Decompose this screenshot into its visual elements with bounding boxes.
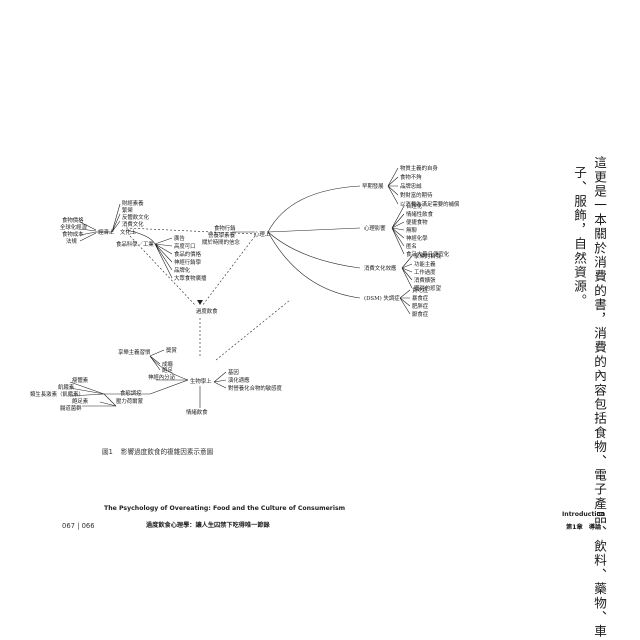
psych-item-5: 匿名 <box>406 242 417 250</box>
psych-title: 心理影響 <box>364 224 386 232</box>
caption-label: 圖1 <box>102 448 113 456</box>
footer-cn-title: 過度飲食心理學：讓人生囚禁下吃得唯一節錄 <box>146 522 270 529</box>
econ-item-1: 全球化經濟 <box>60 223 88 231</box>
fs-item-1: 高度可口 <box>174 242 196 250</box>
culture-item-0: 財經素養 <box>122 199 144 207</box>
bio-left-1: 飢餓素 <box>58 383 75 391</box>
footer-right-cn: 第1章 導論 <box>566 524 602 531</box>
consumer-item-4: 獲得的慾望 <box>414 284 442 292</box>
culture-item-1: 繁榮 <box>122 206 133 214</box>
culture-item-2: 反體飲文化 <box>122 213 150 221</box>
econ-item-3: 法規 <box>66 237 77 245</box>
psych-item-1: 情緒性飲食 <box>406 210 434 218</box>
bio-sub-0: 壓力荷爾蒙 <box>116 397 144 405</box>
page-numbers: 067 | 066 <box>62 522 95 530</box>
early-item-4: 以消費為滿足需要的補償 <box>400 200 460 208</box>
early-item-1: 食物不夠 <box>400 173 422 181</box>
dsm-item-2: 肥胖症 <box>412 302 429 310</box>
bio-group-1: 成癮 <box>162 360 173 368</box>
bio-right-0: 基因 <box>228 368 239 376</box>
fm-item-0: 食物行銷 <box>214 224 236 232</box>
culture-item-3: 消費文化 <box>122 220 144 228</box>
psych-item-2: 便捷食物 <box>406 218 428 226</box>
psych-item-6: 食品大量且便宜化 <box>406 250 450 258</box>
bio-right-2: 對營養化合物的敏感度 <box>228 384 283 392</box>
bio-neuro: 神經內分泌 <box>148 373 176 381</box>
footer-right-en: Introduction <box>562 511 606 518</box>
bio-left-0: 瘦體素 <box>72 376 89 384</box>
dsm-item-0: 貪吃症 <box>412 286 429 294</box>
bio-left-3: 飽足素 <box>72 397 89 405</box>
culture-hub: 文化上 <box>120 228 137 236</box>
body-text-col2: 子、服飾，自然資源。 <box>572 166 587 308</box>
bio-right-1: 演化適應 <box>228 376 250 384</box>
dsm-title: (DSM) 失調症 <box>364 294 400 302</box>
dsm-item-3: 厭食症 <box>412 310 429 318</box>
consumer-item-1: 功能主義 <box>414 260 436 268</box>
bio-bottom: 情緒飲食 <box>186 408 208 416</box>
psych-item-4: 神經化學 <box>406 234 428 242</box>
figure-caption: 圖1 影響過度飲食的複雜因素示意圖 <box>102 446 219 456</box>
bio-group-0: 獎賞 <box>166 346 177 354</box>
psych-hub: 心理上 <box>254 230 271 238</box>
fs-item-5: 大眾食物廣播 <box>174 274 207 282</box>
fs-item-3: 神經行銷學 <box>174 258 202 266</box>
consumer-item-2: 工作過度 <box>414 268 436 276</box>
edge-culture-center <box>129 235 197 307</box>
fm-item-1: 營養學素養 <box>208 231 236 239</box>
footer-en-title: The Psychology of Overeating: Food and t… <box>104 505 346 512</box>
edge-bio-psych <box>215 299 291 361</box>
fs-item-0: 廣告 <box>174 234 185 242</box>
bio-sub-1: 腸道菌群 <box>60 404 82 412</box>
food-science-label: 食品科學／工業 <box>116 240 154 248</box>
fs-item-2: 食品的價格 <box>174 250 202 258</box>
econ-item-2: 食物成本 <box>62 230 84 238</box>
consumer-item-0: 享樂的自我 <box>414 252 442 260</box>
edge-psych-center <box>201 235 256 307</box>
bio-group-2: 飽足 <box>162 366 173 374</box>
bio-left-2: 類生長激素（飢餓素） <box>30 390 84 398</box>
psych-item-3: 無聊 <box>406 226 417 234</box>
bio-top: 享樂主義習慣 <box>118 348 151 356</box>
early-item-2: 品牌忠誠 <box>400 182 422 190</box>
fm-item-2: 關於時間的信念 <box>202 238 240 246</box>
fs-item-4: 品牌化 <box>174 266 191 274</box>
consumer-title: 消費文化效應 <box>364 264 397 272</box>
economic-hub: 經濟上 <box>98 228 115 236</box>
bio-mid: 食慾調控 <box>120 389 142 397</box>
center-node: 過度飲食 <box>196 307 218 315</box>
dsm-item-1: 暴食症 <box>412 294 429 302</box>
early-item-0: 物質主義的自身 <box>400 164 438 172</box>
econ-item-0: 食物價格 <box>62 216 84 224</box>
bio-hub: 生物學上 <box>190 377 212 385</box>
edge-psych-culture <box>125 227 257 235</box>
early-item-3: 對財富的期待 <box>400 191 433 199</box>
psych-item-0: 合理化 <box>406 202 423 210</box>
early-title: 早期發展 <box>362 182 384 190</box>
consumer-item-3: 消費擴張 <box>414 276 436 284</box>
body-text-col1: 這更是一本關於消費的書，消費的內容包括食物、電子產品、飲料、藥物、車 <box>592 156 607 639</box>
caption-text: 影響過度飲食的複雜因素示意圖 <box>120 448 214 456</box>
